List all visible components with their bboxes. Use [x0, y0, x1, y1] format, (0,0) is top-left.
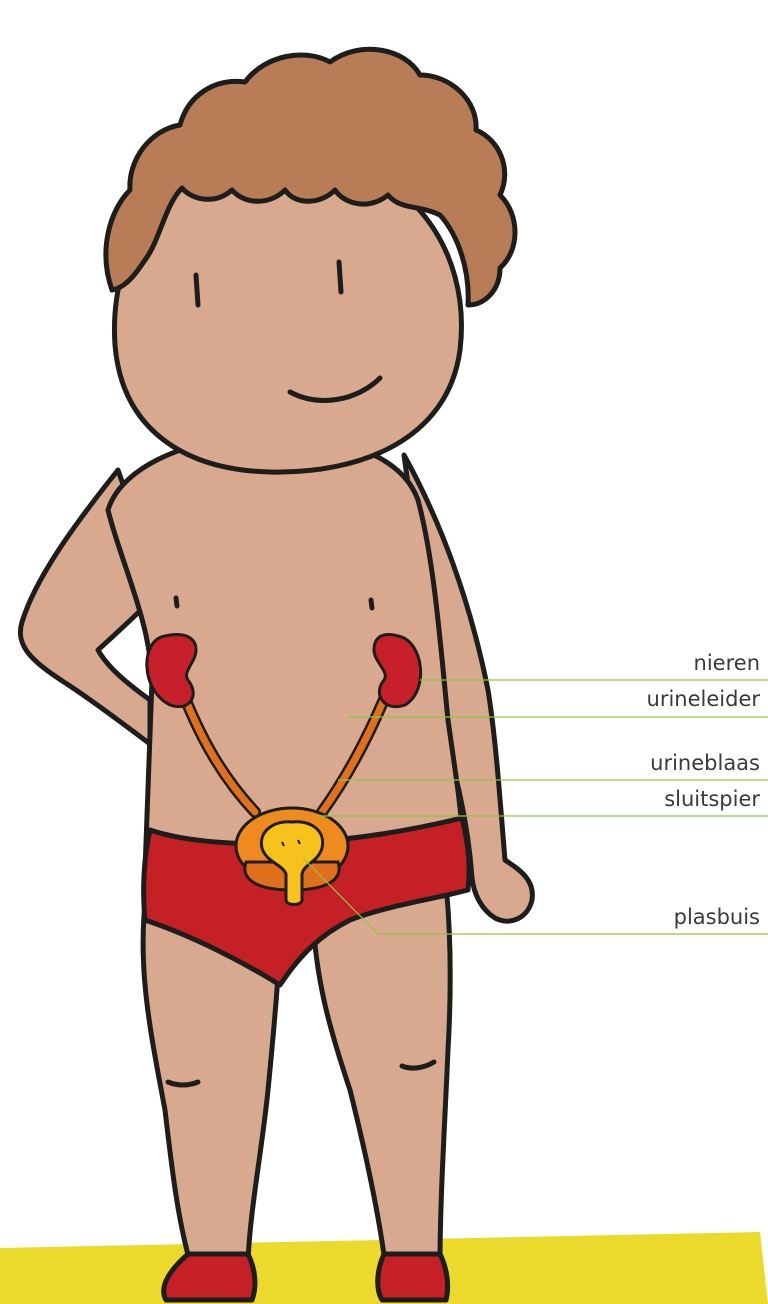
label-sphincter: sluitspier — [664, 787, 760, 811]
left-nipple — [176, 598, 177, 606]
right-leg — [312, 875, 450, 1262]
label-bladder: urineblaas — [650, 751, 760, 775]
right-eye — [339, 262, 341, 292]
right-shoe — [378, 1254, 448, 1300]
label-ureter: urineleider — [647, 687, 761, 711]
head — [106, 49, 515, 472]
right-nipple — [371, 600, 372, 608]
label-kidneys: nieren — [694, 651, 760, 675]
left-eye — [196, 275, 198, 305]
left-shoe — [164, 1254, 255, 1300]
label-urethra: plasbuis — [674, 905, 760, 929]
